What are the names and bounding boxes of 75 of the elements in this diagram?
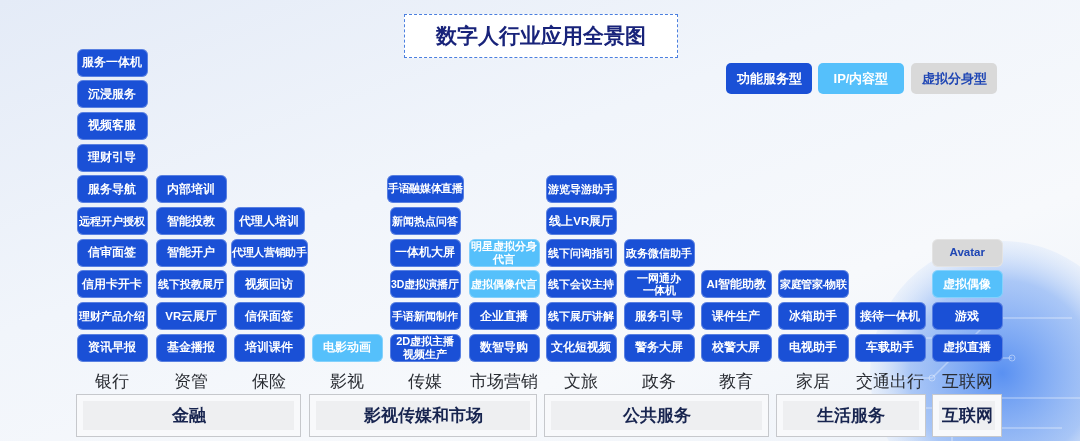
application-tile: 智能投教 [156, 207, 227, 235]
application-tile: 理财产品介绍 [77, 302, 148, 331]
application-tile: 数智导购 [469, 333, 540, 362]
category-box: 金融 [76, 394, 301, 437]
application-tile: 培训课件 [234, 333, 305, 362]
application-tile: 新闻热点问答 [390, 207, 461, 235]
application-tile: 一网通办一体机 [624, 270, 695, 299]
application-tile: 虚拟偶像代言 [469, 270, 540, 299]
application-tile: 视频客服 [77, 111, 148, 140]
column-label: 市场营销 [469, 372, 540, 392]
application-tile: 服务一体机 [77, 48, 148, 77]
application-tile: 接待一体机 [855, 302, 926, 331]
application-tile: 手语新闻制作 [390, 302, 461, 331]
column-label: 教育 [718, 372, 755, 392]
column-label: 银行 [94, 372, 131, 392]
category-box: 互联网 [932, 394, 1002, 437]
application-tile: VR云展厅 [156, 302, 227, 331]
column-label: 资管 [173, 372, 210, 392]
category-box: 公共服务 [544, 394, 769, 437]
application-tile: 信用卡开卡 [77, 270, 148, 299]
application-tile: 理财引导 [77, 143, 148, 172]
application-tile: 代理人培训 [234, 207, 305, 235]
application-tile: 线下会议主持 [546, 270, 617, 299]
application-tile: Avatar [932, 238, 1003, 267]
application-tile: 线下问询指引 [546, 238, 617, 267]
application-tile: 智能开户 [156, 238, 227, 267]
application-tile: 车载助手 [855, 333, 926, 362]
legend-swatch: IP/内容型 [818, 63, 904, 94]
application-tile: AI智能助教 [701, 270, 772, 299]
application-tile: 远程开户授权 [77, 207, 148, 235]
application-tile: 冰箱助手 [778, 302, 849, 331]
application-tile: 基金播报 [156, 333, 227, 362]
column-label: 影视 [329, 372, 366, 392]
application-tile: 政务微信助手 [624, 238, 695, 267]
application-tile: 服务导航 [77, 175, 148, 204]
application-tile: 企业直播 [469, 302, 540, 331]
application-tile: 2D虚拟主播视频生产 [390, 333, 461, 362]
application-tile: 信审面签 [77, 238, 148, 267]
application-tile: 校警大屏 [701, 333, 772, 362]
application-tile: 课件生产 [701, 302, 772, 331]
column-label: 保险 [251, 372, 288, 392]
application-tile: 明星虚拟分身代言 [469, 238, 540, 267]
application-tile: 沉浸服务 [77, 80, 148, 109]
application-tile: 线下展厅讲解 [546, 302, 617, 331]
application-tile: 内部培训 [156, 175, 227, 204]
legend-swatch: 功能服务型 [726, 63, 812, 94]
column-label: 政务 [641, 372, 678, 392]
application-tile: 信保面签 [234, 302, 305, 331]
application-tile: 资讯早报 [77, 333, 148, 362]
application-tile: 家庭管家-物联 [778, 270, 849, 299]
application-tile: 游戏 [932, 302, 1003, 331]
category-box: 影视传媒和市场 [309, 394, 537, 437]
application-tile: 代理人营销助手 [230, 238, 308, 267]
application-tile: 虚拟偶像 [932, 270, 1003, 299]
application-tile: 电影动画 [312, 333, 383, 362]
column-label: 传媒 [407, 372, 444, 392]
application-tile: 3D虚拟演播厅 [390, 270, 461, 299]
application-tile: 电视助手 [778, 333, 849, 362]
legend-swatch: 虚拟分身型 [911, 63, 997, 94]
category-box: 生活服务 [776, 394, 926, 437]
application-tile: 线上VR展厅 [546, 207, 617, 235]
application-tile: 视频回访 [234, 270, 305, 299]
application-tile: 文化短视频 [546, 333, 617, 362]
application-tile: 线下投教展厅 [156, 270, 227, 299]
column-label: 互联网 [940, 372, 994, 392]
application-tile: 服务引导 [624, 302, 695, 331]
application-tile: 手语融媒体直播 [386, 175, 464, 204]
application-tile: 虚拟直播 [932, 333, 1003, 362]
column-label: 家居 [795, 372, 832, 392]
application-tile: 游览导游助手 [546, 175, 617, 204]
application-tile: 一体机大屏 [390, 238, 461, 267]
title-box: 数字人行业应用全景图 [404, 14, 678, 58]
application-tile: 警务大屏 [624, 333, 695, 362]
column-label: 文旅 [563, 372, 600, 392]
column-label: 交通出行 [855, 372, 926, 392]
